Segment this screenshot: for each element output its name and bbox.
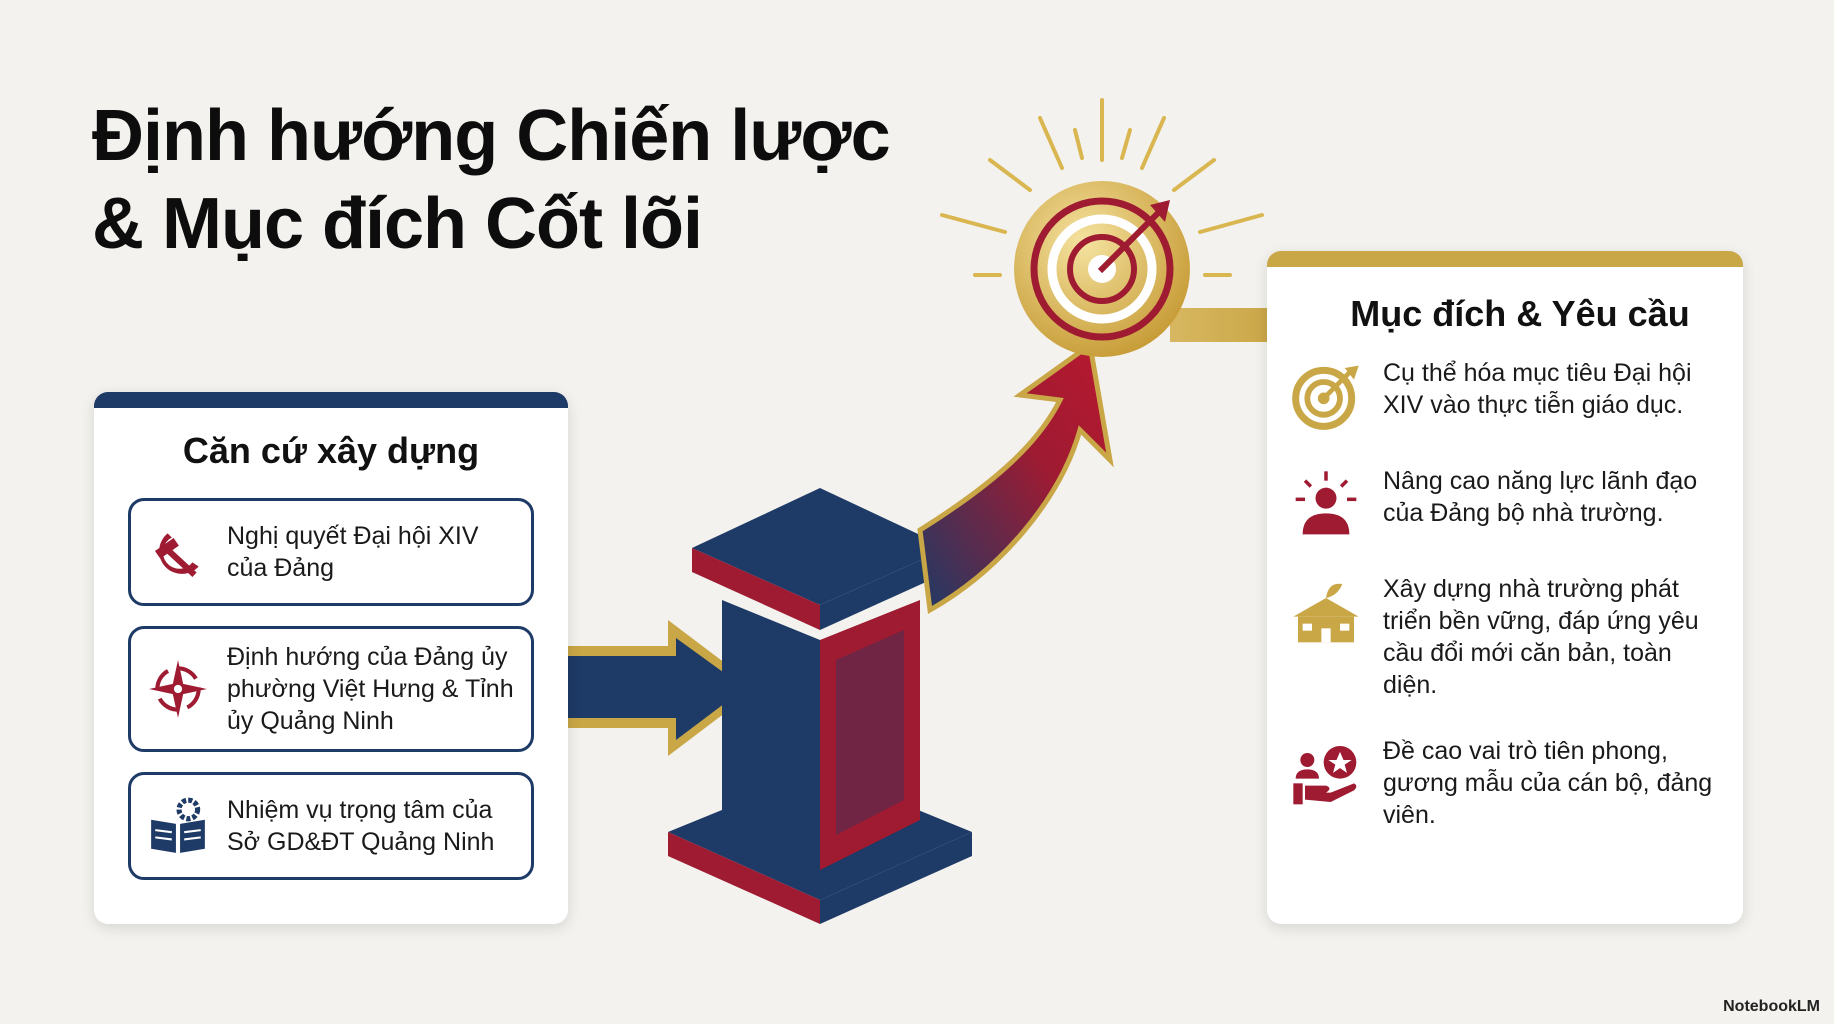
compass-star-icon [149,660,207,718]
purpose-item: Cụ thể hóa mục tiêu Đại hội XIV vào thực… [1267,357,1743,431]
pedestal-icon [668,488,972,924]
purpose-item: Xây dựng nhà trường phát triển bền vững,… [1267,573,1743,701]
purpose-panel: Mục đích & Yêu cầu Cụ thể hóa mục tiêu Đ… [1267,251,1743,924]
purpose-heading: Mục đích & Yêu cầu [1350,293,1690,334]
growth-arrow [917,340,1114,615]
leader-icon [1295,471,1357,535]
basis-item: Định hướng của Đảng ủy phường Việt Hưng … [128,626,534,752]
people-star-hand-icon [1293,746,1357,805]
school-icon [1293,583,1359,643]
target-sunburst-icon [940,98,1310,358]
purpose-item: Nâng cao năng lực lãnh đạo của Đảng bộ n… [1267,465,1743,539]
book-gear-icon [151,797,205,853]
basis-heading: Căn cứ xây dựng [182,430,480,471]
notebooklm-watermark: NotebookLM [1723,998,1820,1015]
page-title: Định hướng Chiến lược & Mục đích Cốt lõi [92,96,891,264]
basis-item: Nhiệm vụ trọng tâm của Sở GD&ĐT Quảng Ni… [128,772,534,880]
purpose-item: Đề cao vai trò tiên phong, gương mẫu của… [1267,735,1743,831]
basis-item: Nghị quyết Đại hội XIV của Đảng [128,498,534,606]
hammer-sickle-icon [154,533,199,578]
target-icon [1292,365,1359,430]
input-arrow [568,620,758,756]
basis-panel: Căn cứ xây dựng Nghị quyết Đại hội XIV c… [94,392,568,924]
